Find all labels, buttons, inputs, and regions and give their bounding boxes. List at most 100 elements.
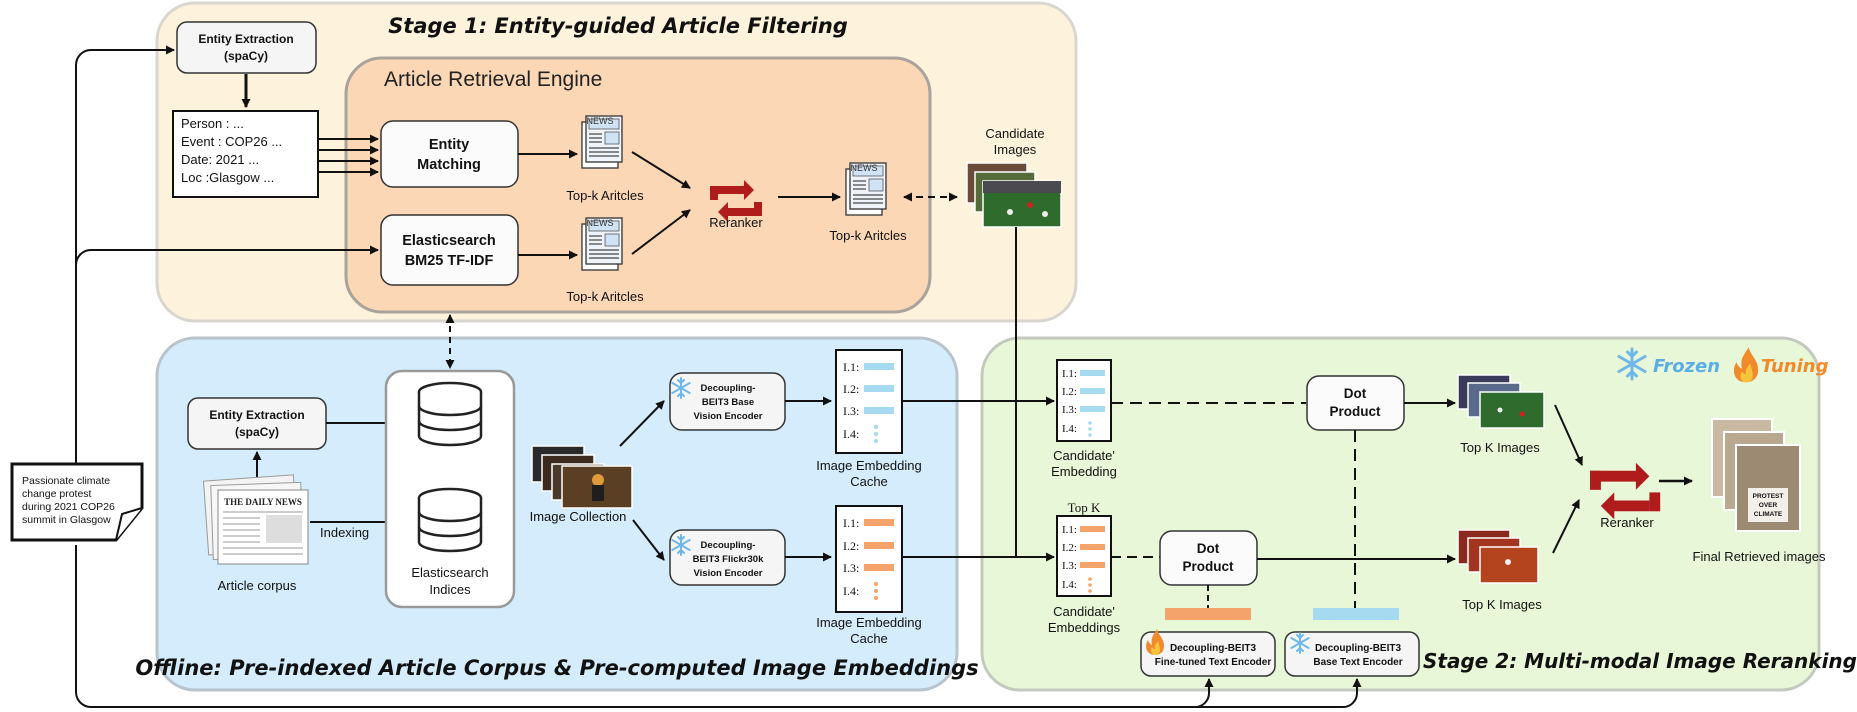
top-k-images-stack-1 <box>1457 374 1545 429</box>
dot-product-box-2: Dot Product <box>1159 530 1258 586</box>
vision-encoder-flickr-box: Decoupling- BEIT3 Flickr30k Vision Encod… <box>669 529 786 586</box>
svg-text:I.3:: I.3: <box>843 561 859 575</box>
retrieval-engine-title: Article Retrieval Engine <box>384 68 602 91</box>
stage1-title: Stage 1: Entity-guided Article Filtering <box>388 14 848 38</box>
legend-tuning: Tuning <box>1761 356 1829 377</box>
svg-text:Elasticsearch: Elasticsearch <box>402 233 496 249</box>
database-icon-2 <box>417 487 483 553</box>
svg-text:Decoupling-: Decoupling- <box>701 540 756 551</box>
query-line-4: summit in Glasgow <box>22 514 111 526</box>
newspaper-stack-icon: THE DAILY NEWS <box>202 474 309 565</box>
svg-text:I.2:: I.2: <box>843 539 859 553</box>
image-embedding-cache-1: I.1: I.2: I.3: I.4: <box>835 349 903 454</box>
stage2-title: Stage 2: Multi-modal Image Reranking <box>1423 649 1857 673</box>
query-line-3: during 2021 COP26 <box>22 501 115 513</box>
svg-text:(spaCy): (spaCy) <box>235 425 279 439</box>
svg-text:I.4:: I.4: <box>1062 579 1077 591</box>
topk-articles-label-2: Top-k Aritcles <box>566 289 644 304</box>
top-k-label: Top K <box>1068 500 1101 515</box>
svg-text:I.4:: I.4: <box>1062 423 1077 435</box>
svg-text:BM25 TF-IDF: BM25 TF-IDF <box>405 253 494 269</box>
svg-text:THE DAILY NEWS: THE DAILY NEWS <box>224 497 302 507</box>
topk-articles-label-1: Top-k Aritcles <box>566 188 644 203</box>
svg-text:I.3:: I.3: <box>843 404 859 418</box>
entity-extraction-box-stage1: Entity Extraction (spaCy) <box>176 21 317 74</box>
article-corpus-label: Article corpus <box>218 578 297 593</box>
entity-extraction-box-offline: Entity Extraction (spaCy) <box>187 397 327 450</box>
database-icon-1 <box>417 381 483 447</box>
cache-label-1a: Image Embedding <box>816 458 922 473</box>
image-collection-label: Image Collection <box>530 509 627 524</box>
text-encoder-tuned-box: Decoupling-BEIT3 Fine-tuned Text Encoder <box>1140 629 1276 677</box>
svg-text:OVER: OVER <box>1759 502 1778 509</box>
offline-title: Offline: Pre-indexed Article Corpus & Pr… <box>135 656 978 680</box>
text-embedding-bar-tuned <box>1165 608 1251 620</box>
news-icon-label-3: NEWS <box>851 163 878 173</box>
query-line-2: change protest <box>22 488 92 500</box>
svg-text:I.2:: I.2: <box>1062 386 1077 398</box>
indices-label-2: Indices <box>429 582 471 597</box>
topk-articles-label-3: Top-k Aritcles <box>829 228 907 243</box>
svg-text:Vision Encoder: Vision Encoder <box>694 568 763 579</box>
svg-text:Date: 2021 ...: Date: 2021 ... <box>181 152 259 167</box>
vision-encoder-base-box: Decoupling- BEIT3 Base Vision Encoder <box>669 372 786 431</box>
elasticsearch-box: Elasticsearch BM25 TF-IDF <box>380 214 519 286</box>
svg-text:I.2:: I.2: <box>1062 542 1077 554</box>
top-k-images-label-2: Top K Images <box>1462 597 1542 612</box>
final-images-stack: PROTEST OVER CLIMATE <box>1711 418 1801 532</box>
svg-text:I.3:: I.3: <box>1062 404 1077 416</box>
svg-text:I.4:: I.4: <box>843 427 859 441</box>
candidate-images-stack <box>966 162 1062 228</box>
svg-text:Product: Product <box>1329 404 1381 419</box>
stage2-panel <box>980 336 1821 692</box>
candidate-emb-label-1b: Embedding <box>1051 464 1117 479</box>
final-images-label: Final Retrieved images <box>1693 549 1826 564</box>
svg-text:I.1:: I.1: <box>1062 368 1077 380</box>
candidate-images-label-1: Candidate <box>985 126 1044 141</box>
svg-text:Dot: Dot <box>1197 541 1220 556</box>
svg-text:PROTEST: PROTEST <box>1753 493 1784 500</box>
svg-text:I.3:: I.3: <box>1062 560 1077 572</box>
svg-text:Product: Product <box>1182 559 1234 574</box>
dot-product-box-1: Dot Product <box>1306 375 1405 431</box>
svg-text:Person : ...: Person : ... <box>181 116 244 131</box>
svg-text:Entity Extraction: Entity Extraction <box>198 32 293 46</box>
svg-text:(spaCy): (spaCy) <box>224 49 268 63</box>
legend: Frozen Tuning <box>1617 347 1829 383</box>
candidate-emb-label-2a: Candidate' <box>1053 604 1115 619</box>
candidate-images-label-2: Images <box>994 142 1037 157</box>
svg-text:I.4:: I.4: <box>843 584 859 598</box>
cache-label-2b: Cache <box>850 631 888 646</box>
cache-label-2a: Image Embedding <box>816 615 922 630</box>
svg-text:I.2:: I.2: <box>843 382 859 396</box>
entities-box: Person : ... Event : COP26 ... Date: 202… <box>172 110 319 198</box>
news-icon-label-1: NEWS <box>587 116 614 126</box>
svg-text:Decoupling-: Decoupling- <box>701 383 756 394</box>
svg-text:Vision Encoder: Vision Encoder <box>694 411 763 422</box>
candidate-embedding-1: I.1: I.2: I.3: I.4: <box>1056 359 1112 442</box>
cache-label-1b: Cache <box>850 474 888 489</box>
svg-text:I.1:: I.1: <box>843 360 859 374</box>
text-embedding-bar-base <box>1313 608 1399 620</box>
top-k-images-label-1: Top K Images <box>1460 440 1540 455</box>
text-encoder-base-box: Decoupling-BEIT3 Base Text Encoder <box>1284 631 1420 677</box>
svg-text:Entity: Entity <box>429 137 469 153</box>
svg-text:Decoupling-BEIT3: Decoupling-BEIT3 <box>1170 643 1257 654</box>
image-embedding-cache-2: I.1: I.2: I.3: I.4: <box>835 505 903 613</box>
top-k-images-stack-2 <box>1457 529 1539 584</box>
reranker-label-stage2: Reranker <box>1600 515 1654 530</box>
svg-text:BEIT3 Base: BEIT3 Base <box>702 397 754 408</box>
svg-text:Decoupling-BEIT3: Decoupling-BEIT3 <box>1315 643 1402 654</box>
reranker-label-stage1: Reranker <box>709 215 763 230</box>
candidate-emb-label-2b: Embeddings <box>1048 620 1121 635</box>
svg-text:Fine-tuned Text Encoder: Fine-tuned Text Encoder <box>1155 657 1272 668</box>
candidate-embedding-2: I.1: I.2: I.3: I.4: <box>1056 515 1112 597</box>
svg-text:Base Text Encoder: Base Text Encoder <box>1313 657 1402 668</box>
query-note: Passionate climate change protest during… <box>10 462 144 542</box>
svg-text:Matching: Matching <box>417 157 481 173</box>
svg-text:Dot: Dot <box>1344 386 1367 401</box>
svg-text:Loc :Glasgow ...: Loc :Glasgow ... <box>181 170 274 185</box>
image-collection-stack <box>531 445 633 509</box>
entity-matching-box: Entity Matching <box>380 120 519 188</box>
legend-frozen: Frozen <box>1653 356 1720 377</box>
